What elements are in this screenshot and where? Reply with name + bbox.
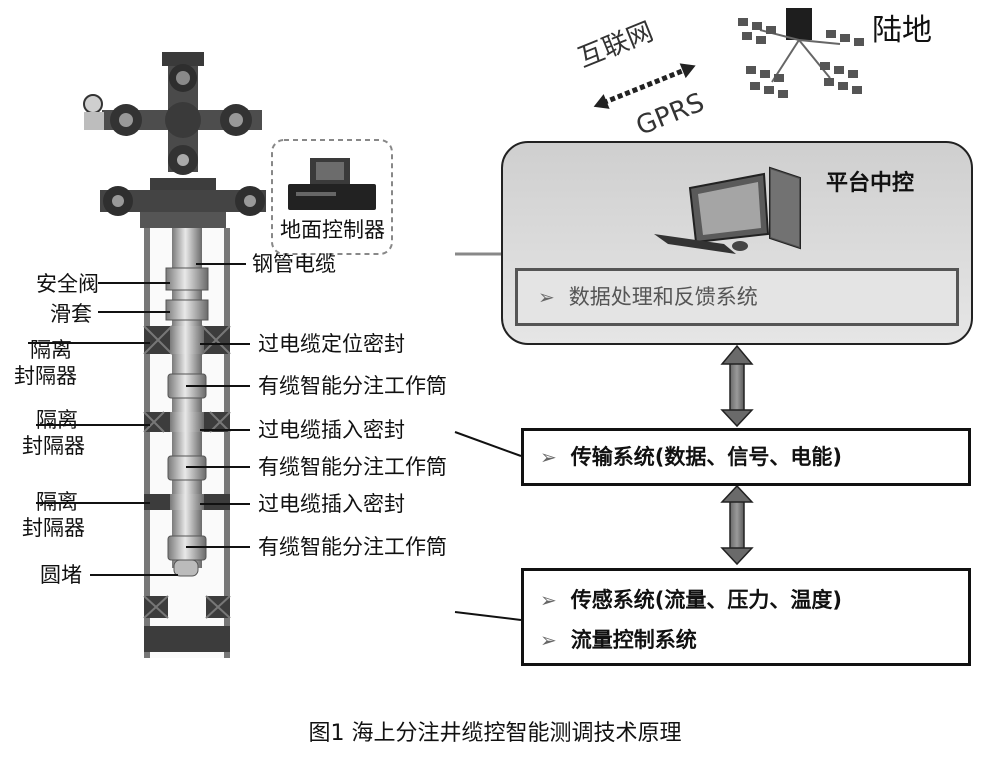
downhole-link-line (454, 611, 522, 621)
bullet-arrow-icon: ➢ (540, 628, 557, 652)
cable-positioning-seal-label: 过电缆定位密封 (258, 332, 405, 356)
mandrel-2-label: 有缆智能分注工作筒 (258, 455, 447, 479)
packer-3-label-line1: 隔离 (36, 490, 78, 514)
packer-2-label-line1: 隔离 (36, 408, 78, 432)
right-leader-lines (186, 263, 250, 548)
transmission-link-line (454, 431, 522, 457)
steel-cable-label: 钢管电缆 (252, 252, 336, 276)
internet-arrow (593, 63, 696, 109)
data-processing-label: 数据处理和反馈系统 (568, 285, 758, 309)
left-leader-lines (28, 282, 178, 576)
double-arrow-platform-transmission (720, 344, 754, 428)
flow-control-row: ➢ 流量控制系统 (540, 628, 697, 652)
bullet-arrow-icon: ➢ (540, 445, 557, 469)
cable-insert-seal-2-label: 过电缆插入密封 (258, 492, 405, 516)
land-network-icon (738, 8, 864, 98)
packer-1 (143, 325, 231, 355)
packer-1-label-line1: 隔离 (30, 338, 72, 362)
christmas-tree-wellhead (83, 52, 266, 228)
packer-2-label-line2: 封隔器 (22, 434, 85, 458)
platform-title: 平台中控 (826, 171, 915, 196)
transmission-row: ➢ 传输系统(数据、信号、电能) (540, 445, 842, 469)
sliding-sleeve-label: 滑套 (50, 302, 92, 326)
figure-caption: 图1 海上分注井缆控智能测调技术原理 (308, 721, 682, 746)
data-processing-box (515, 268, 959, 326)
surface-controller-label: 地面控制器 (280, 218, 385, 242)
packer-2 (143, 411, 231, 433)
land-label: 陆地 (872, 13, 932, 48)
cable-insert-seal-1-label: 过电缆插入密封 (258, 418, 405, 442)
sensing-row: ➢ 传感系统(流量、压力、温度) (540, 588, 842, 612)
computer-icon (654, 166, 801, 254)
packer-3-label-line2: 封隔器 (22, 516, 85, 540)
mandrel-1-label: 有缆智能分注工作筒 (258, 374, 447, 398)
packer-3 (144, 494, 230, 510)
safety-valve-label: 安全阀 (36, 272, 99, 296)
sensing-label: 传感系统(流量、压力、温度) (570, 588, 842, 612)
packer-1-label-line2: 封隔器 (14, 364, 77, 388)
bullet-arrow-icon: ➢ (540, 588, 557, 612)
bottom-cement (143, 595, 231, 652)
mandrel-3-label: 有缆智能分注工作筒 (258, 535, 447, 559)
double-arrow-transmission-downhole (720, 484, 754, 566)
transmission-label: 传输系统(数据、信号、电能) (570, 445, 842, 469)
transmission-box (521, 428, 971, 486)
bullet-arrow-icon: ➢ (538, 285, 555, 309)
downhole-box (521, 568, 971, 666)
surface-controller-device (271, 139, 393, 255)
plug-label: 圆堵 (40, 563, 82, 587)
data-processing-row: ➢ 数据处理和反馈系统 (538, 285, 758, 309)
flow-control-label: 流量控制系统 (570, 628, 697, 652)
